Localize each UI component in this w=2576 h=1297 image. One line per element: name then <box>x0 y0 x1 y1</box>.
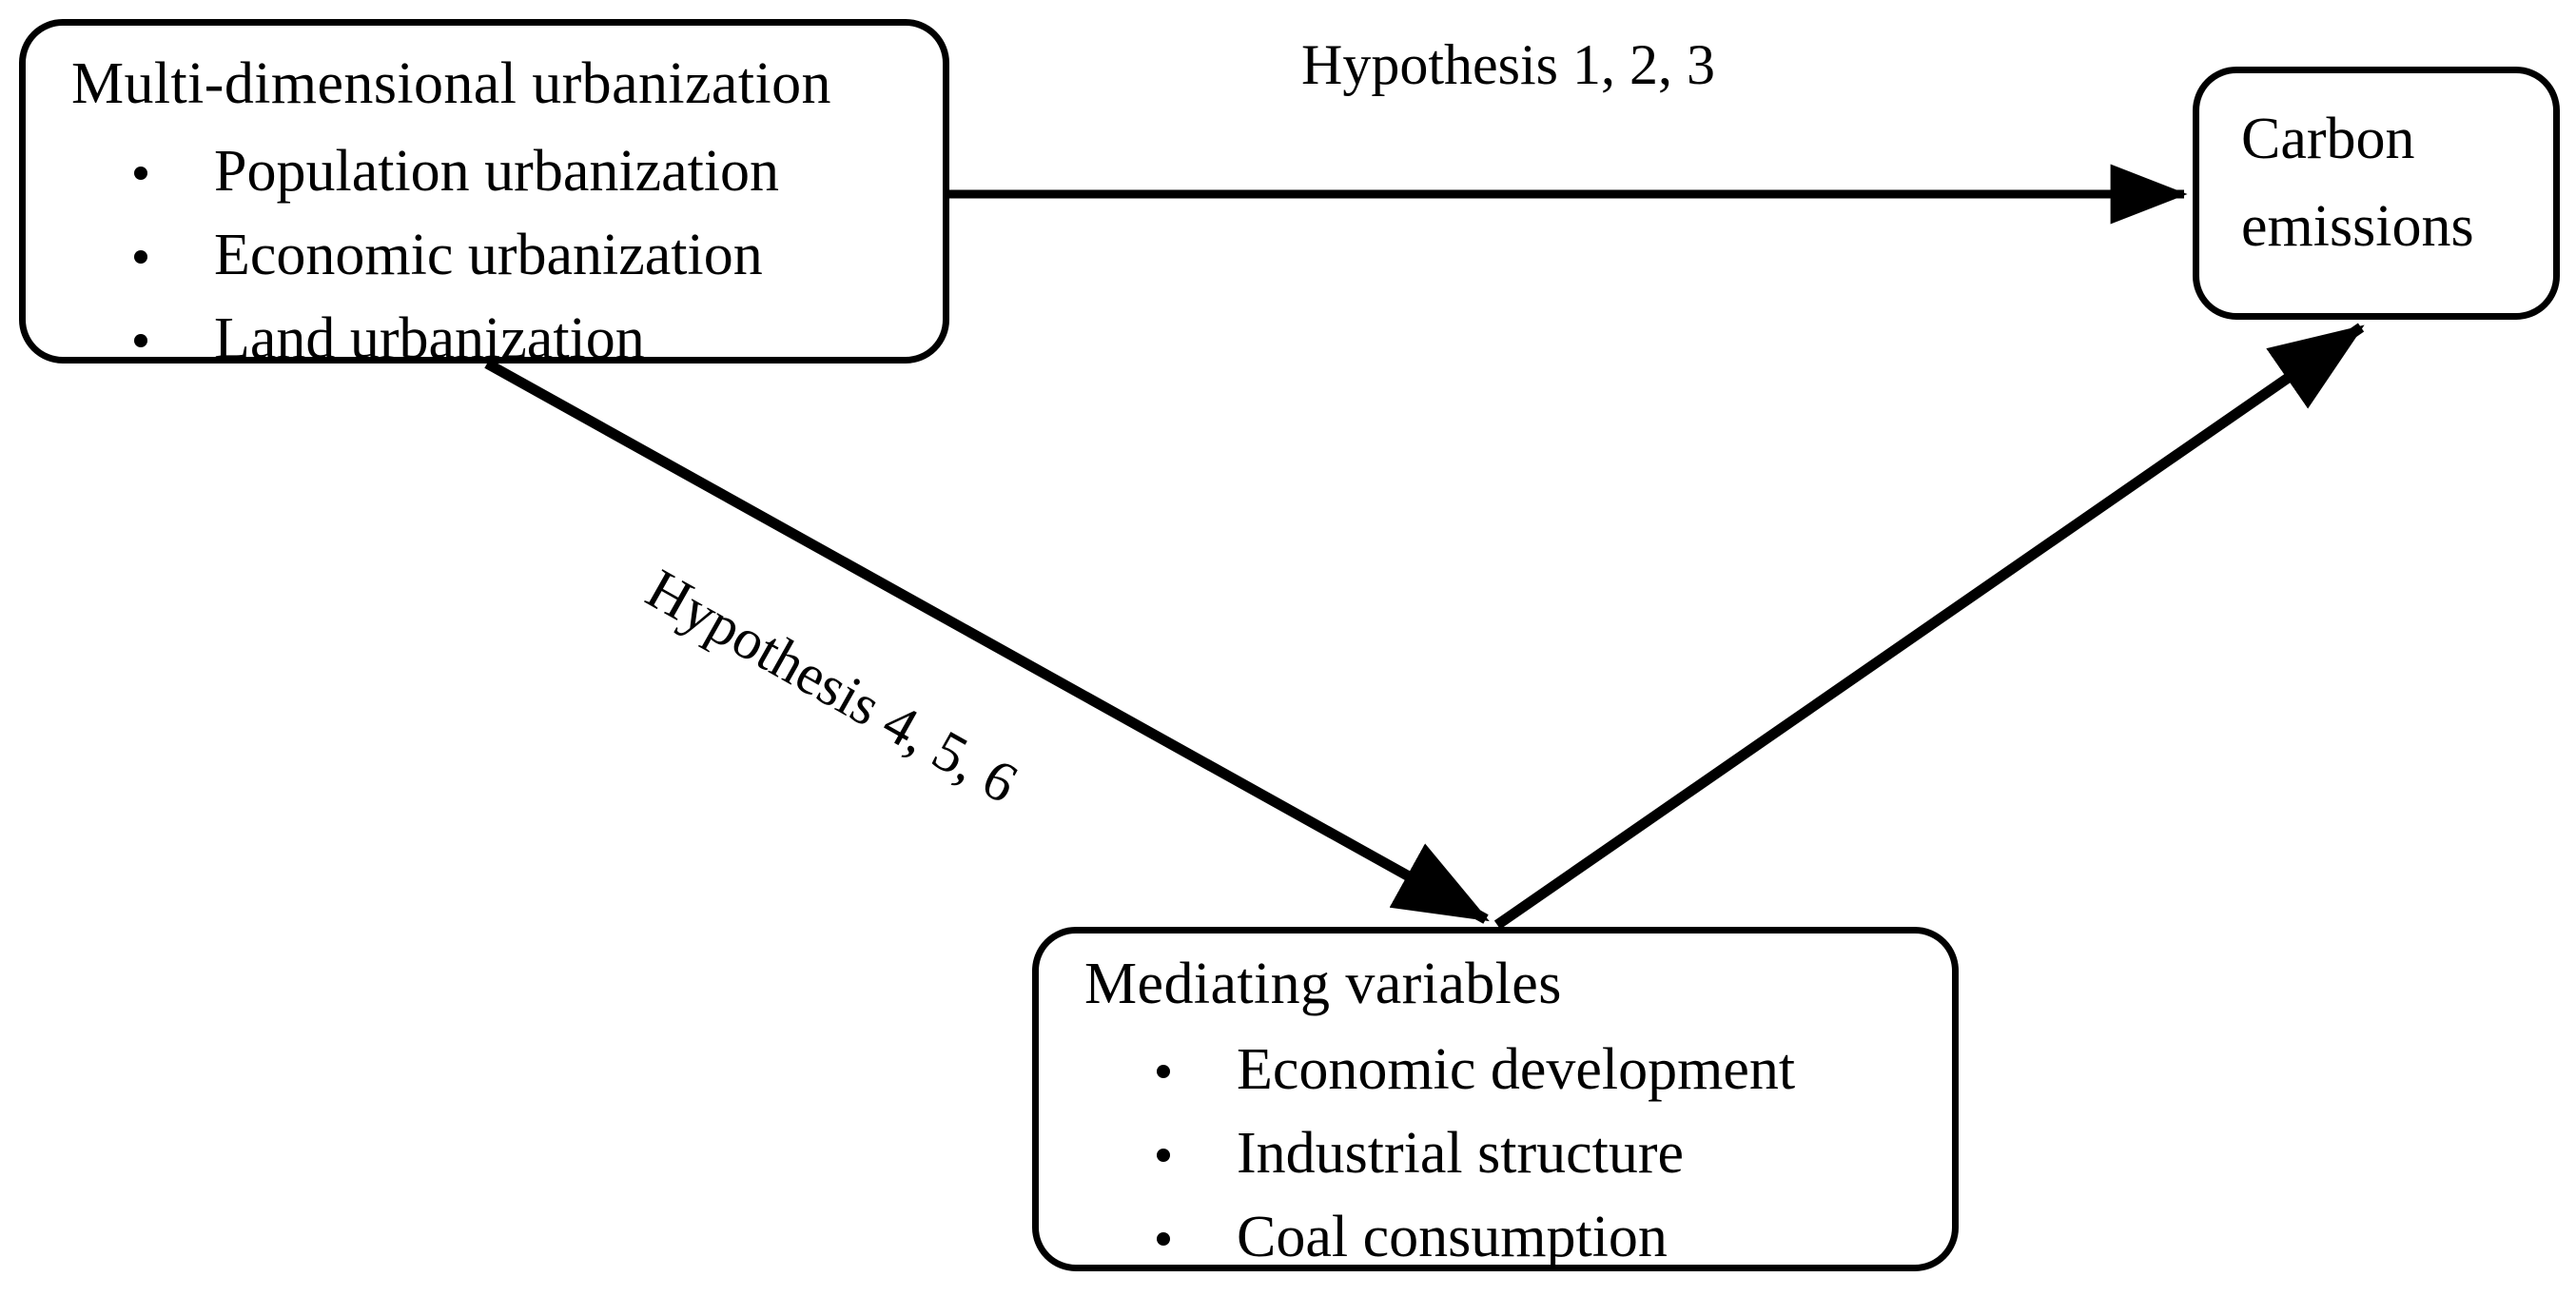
bullet-dot-icon <box>134 250 147 264</box>
list-item-label: Population urbanization <box>214 139 780 204</box>
node-title-urbanization: Multi-dimensional urbanization <box>71 51 831 116</box>
list-item: Coal consumption <box>1151 1208 1795 1267</box>
bullet-dot-icon <box>134 167 147 180</box>
node-multi-dimensional-urbanization[interactable]: Multi-dimensional urbanization Populatio… <box>19 19 949 368</box>
list-item-label: Industrial structure <box>1237 1121 1685 1186</box>
node-title-carbon-line-1: Carbon <box>2241 107 2415 171</box>
bullet-dot-icon <box>1157 1232 1170 1246</box>
bullet-dot-icon <box>1157 1065 1170 1078</box>
list-item: Land urbanization <box>128 309 779 368</box>
mediating-variable-list: Economic development Industrial structur… <box>1151 1040 1795 1291</box>
list-item-label: Coal consumption <box>1237 1205 1668 1269</box>
bullet-dot-icon <box>134 334 147 347</box>
list-item: Economic urbanization <box>128 226 779 285</box>
edge-label-hypothesis-1-2-3: Hypothesis 1, 2, 3 <box>1301 33 1715 96</box>
node-mediating-variables[interactable]: Mediating variables Economic development… <box>1032 927 1959 1271</box>
list-item: Economic development <box>1151 1040 1795 1099</box>
node-carbon-emissions[interactable]: Carbon emissions <box>2193 67 2560 320</box>
arrow-mediating-to-carbon <box>1493 323 2365 930</box>
list-item: Population urbanization <box>128 142 779 201</box>
node-title-carbon-line-2: emissions <box>2241 194 2474 259</box>
urbanization-dimension-list: Population urbanization Economic urbaniz… <box>128 142 779 393</box>
arrow-urbanization-to-mediating <box>484 359 1490 924</box>
list-item-label: Land urbanization <box>214 306 645 371</box>
bullet-dot-icon <box>1157 1149 1170 1162</box>
list-item-label: Economic urbanization <box>214 223 763 287</box>
node-title-mediating: Mediating variables <box>1084 952 1562 1016</box>
list-item: Industrial structure <box>1151 1124 1795 1183</box>
list-item-label: Economic development <box>1237 1037 1796 1102</box>
